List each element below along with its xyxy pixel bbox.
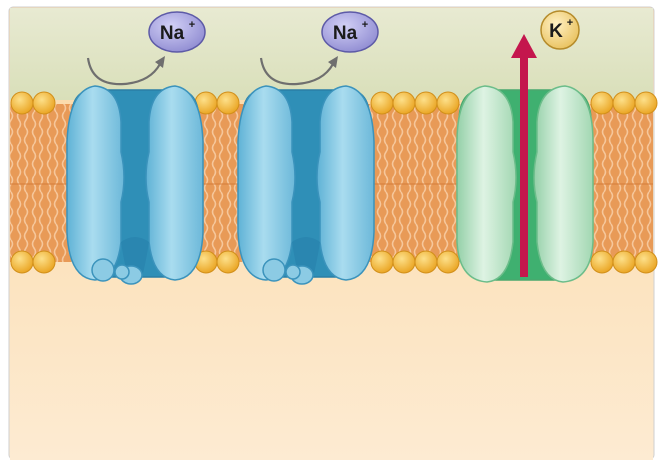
lipid-head-top-3 <box>216 91 240 115</box>
potassium-flow-arrow <box>520 55 528 277</box>
lipid-head-bottom-9 <box>612 250 636 274</box>
lipid-head-top-0 <box>10 91 34 115</box>
potassium-arrowhead <box>511 34 537 58</box>
lipid-heads-bottom <box>10 250 658 274</box>
sodium-ion-1-charge: + <box>189 19 195 31</box>
lipid-head-bottom-7 <box>436 250 460 274</box>
sodium-flow-arrow-1 <box>86 57 161 86</box>
sodium-arrowhead-2 <box>328 56 338 68</box>
lipid-head-bottom-1 <box>32 250 56 274</box>
svg-text:Na: Na <box>160 23 185 44</box>
sodium-ion-1-label: Na <box>160 23 185 44</box>
sodium-channel-1 <box>66 85 204 285</box>
lipid-head-top-10 <box>634 91 658 115</box>
potassium-ion-label: K <box>549 21 563 42</box>
lipid-head-top-9 <box>612 91 636 115</box>
lipid-head-top-7 <box>436 91 460 115</box>
potassium-ion: K + <box>540 10 580 50</box>
lipid-head-top-8 <box>590 91 614 115</box>
sodium-flow-arrow-2 <box>259 57 334 86</box>
sodium-ion-2-label: Na <box>333 23 358 44</box>
lipid-head-bottom-0 <box>10 250 34 274</box>
lipid-head-bottom-10 <box>634 250 658 274</box>
lipid-head-bottom-4 <box>370 250 394 274</box>
svg-text:Na: Na <box>333 23 358 44</box>
lipid-head-bottom-3 <box>216 250 240 274</box>
potassium-ion-charge: + <box>567 17 573 29</box>
sodium-arrowhead-1 <box>155 56 165 68</box>
lipid-head-top-5 <box>392 91 416 115</box>
sodium-ion-2: Na + <box>321 11 379 53</box>
lipid-head-top-1 <box>32 91 56 115</box>
lipid-head-top-6 <box>414 91 438 115</box>
sodium-channel-2 <box>237 85 375 285</box>
lipid-heads-top <box>10 91 658 115</box>
lipid-head-bottom-6 <box>414 250 438 274</box>
lipid-head-bottom-5 <box>392 250 416 274</box>
sodium-ion-1: Na + <box>148 11 206 53</box>
lipid-head-bottom-8 <box>590 250 614 274</box>
sodium-ion-2-charge: + <box>362 19 368 31</box>
lipid-head-top-4 <box>370 91 394 115</box>
